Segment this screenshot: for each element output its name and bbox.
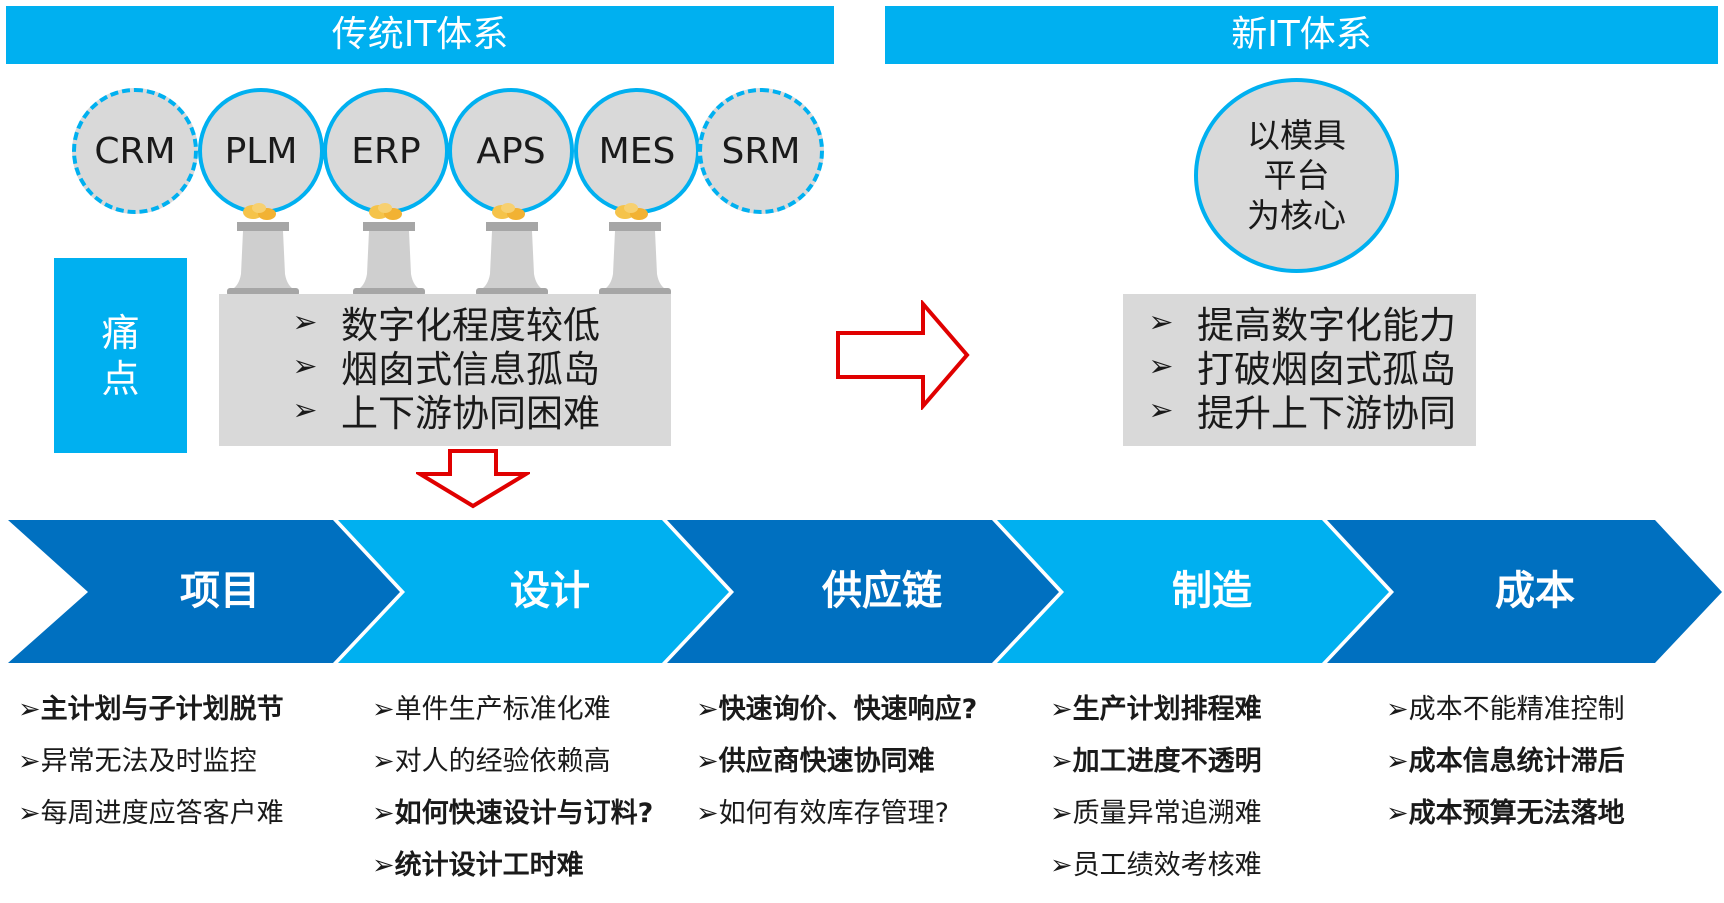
arrow-bullet-icon: ➢ bbox=[1386, 746, 1409, 777]
arrow-bullet-icon: ➢ bbox=[372, 850, 395, 881]
issue-item: ➢主计划与子计划脱节 bbox=[18, 694, 284, 725]
arrow-bullet-icon: ➢ bbox=[1050, 850, 1073, 881]
goal-item: ➢ 提升上下游协同 bbox=[1137, 388, 1476, 435]
arrow-bullet-icon: ➢ bbox=[18, 694, 41, 725]
chevron-stage-2 bbox=[338, 520, 729, 663]
issue-item: ➢每周进度应答客户难 bbox=[18, 798, 284, 829]
issue-item: ➢异常无法及时监控 bbox=[18, 746, 257, 777]
chevron-stage-4 bbox=[997, 520, 1389, 663]
stage-label: 设计 bbox=[510, 568, 590, 614]
red-down-arrow-icon bbox=[416, 449, 530, 509]
issue-item: ➢如何有效库存管理? bbox=[696, 798, 949, 829]
stage-label: 供应链 bbox=[822, 568, 942, 614]
chevron-stage-3 bbox=[667, 520, 1059, 663]
arrow-bullet-icon: ➢ bbox=[292, 392, 318, 428]
red-right-arrow-icon bbox=[836, 300, 970, 410]
arrow-bullet-icon: ➢ bbox=[372, 746, 395, 777]
chevron-stage-5 bbox=[1327, 520, 1722, 663]
platform-core-circle: 以模具 平台 为核心 bbox=[1194, 78, 1399, 273]
arrow-bullet-icon: ➢ bbox=[1050, 746, 1073, 777]
arrow-bullet-icon: ➢ bbox=[1386, 694, 1409, 725]
issue-item: ➢质量异常追溯难 bbox=[1050, 798, 1262, 829]
arrow-bullet-icon: ➢ bbox=[1148, 392, 1174, 428]
issue-item: ➢员工绩效考核难 bbox=[1050, 850, 1262, 881]
issue-item: ➢成本不能精准控制 bbox=[1386, 694, 1625, 725]
stage-label: 项目 bbox=[180, 568, 260, 614]
arrow-bullet-icon: ➢ bbox=[1050, 798, 1073, 829]
arrow-bullet-icon: ➢ bbox=[372, 694, 395, 725]
issue-item: ➢如何快速设计与订料? bbox=[372, 798, 654, 829]
pain-points-box: ➢ 数字化程度较低 ➢ 烟囱式信息孤岛 ➢ 上下游协同困难 bbox=[219, 294, 671, 446]
goal-item: ➢ 打破烟囱式孤岛 bbox=[1137, 344, 1476, 391]
arrow-bullet-icon: ➢ bbox=[292, 348, 318, 384]
arrow-bullet-icon: ➢ bbox=[372, 798, 395, 829]
pain-point-item: ➢ 烟囱式信息孤岛 bbox=[281, 344, 671, 391]
arrow-bullet-icon: ➢ bbox=[292, 304, 318, 340]
issue-item: ➢成本预算无法落地 bbox=[1386, 798, 1625, 829]
arrow-bullet-icon: ➢ bbox=[1148, 304, 1174, 340]
arrow-bullet-icon: ➢ bbox=[18, 746, 41, 777]
issue-item: ➢单件生产标准化难 bbox=[372, 694, 611, 725]
pain-label-char: 痛 bbox=[101, 310, 140, 355]
pain-label: 痛 点 bbox=[54, 258, 187, 453]
system-circle-srm: SRM bbox=[698, 88, 824, 214]
arrow-bullet-icon: ➢ bbox=[696, 746, 719, 777]
issue-column-manufacturing: ➢生产计划排程难 ➢加工进度不透明 ➢质量异常追溯难 ➢员工绩效考核难 bbox=[1050, 690, 1262, 898]
issue-item: ➢加工进度不透明 bbox=[1050, 746, 1262, 777]
system-circle-crm: CRM bbox=[72, 88, 198, 214]
arrow-bullet-icon: ➢ bbox=[1148, 348, 1174, 384]
arrow-bullet-icon: ➢ bbox=[18, 798, 41, 829]
issue-item: ➢成本信息统计滞后 bbox=[1386, 746, 1625, 777]
arrow-bullet-icon: ➢ bbox=[1050, 694, 1073, 725]
goals-box: ➢ 提高数字化能力 ➢ 打破烟囱式孤岛 ➢ 提升上下游协同 bbox=[1123, 294, 1476, 446]
left-header: 传统IT体系 bbox=[6, 6, 834, 64]
issue-column-supply-chain: ➢快速询价、快速响应? ➢供应商快速协同难 ➢如何有效库存管理? bbox=[696, 690, 977, 846]
issue-item: ➢快速询价、快速响应? bbox=[696, 694, 978, 725]
chimney-icon bbox=[353, 203, 425, 296]
stage-label: 成本 bbox=[1495, 568, 1575, 614]
goal-item: ➢ 提高数字化能力 bbox=[1137, 300, 1476, 347]
right-header: 新IT体系 bbox=[885, 6, 1718, 64]
issue-column-design: ➢单件生产标准化难 ➢对人的经验依赖高 ➢如何快速设计与订料? ➢统计设计工时难 bbox=[372, 690, 653, 898]
stage-label: 制造 bbox=[1172, 568, 1252, 614]
arrow-bullet-icon: ➢ bbox=[696, 798, 719, 829]
pain-point-item: ➢ 上下游协同困难 bbox=[281, 388, 671, 435]
arrow-bullet-icon: ➢ bbox=[1386, 798, 1409, 829]
arrow-bullet-icon: ➢ bbox=[696, 694, 719, 725]
chevron-stage-1 bbox=[8, 520, 400, 663]
pain-point-item: ➢ 数字化程度较低 bbox=[281, 300, 671, 347]
issue-column-project: ➢主计划与子计划脱节 ➢异常无法及时监控 ➢每周进度应答客户难 bbox=[18, 690, 284, 846]
pain-label-char: 点 bbox=[101, 356, 140, 401]
issue-item: ➢生产计划排程难 bbox=[1050, 694, 1262, 725]
issue-item: ➢对人的经验依赖高 bbox=[372, 746, 611, 777]
issue-item: ➢统计设计工时难 bbox=[372, 850, 584, 881]
issue-column-cost: ➢成本不能精准控制 ➢成本信息统计滞后 ➢成本预算无法落地 bbox=[1386, 690, 1625, 846]
issue-item: ➢供应商快速协同难 bbox=[696, 746, 935, 777]
